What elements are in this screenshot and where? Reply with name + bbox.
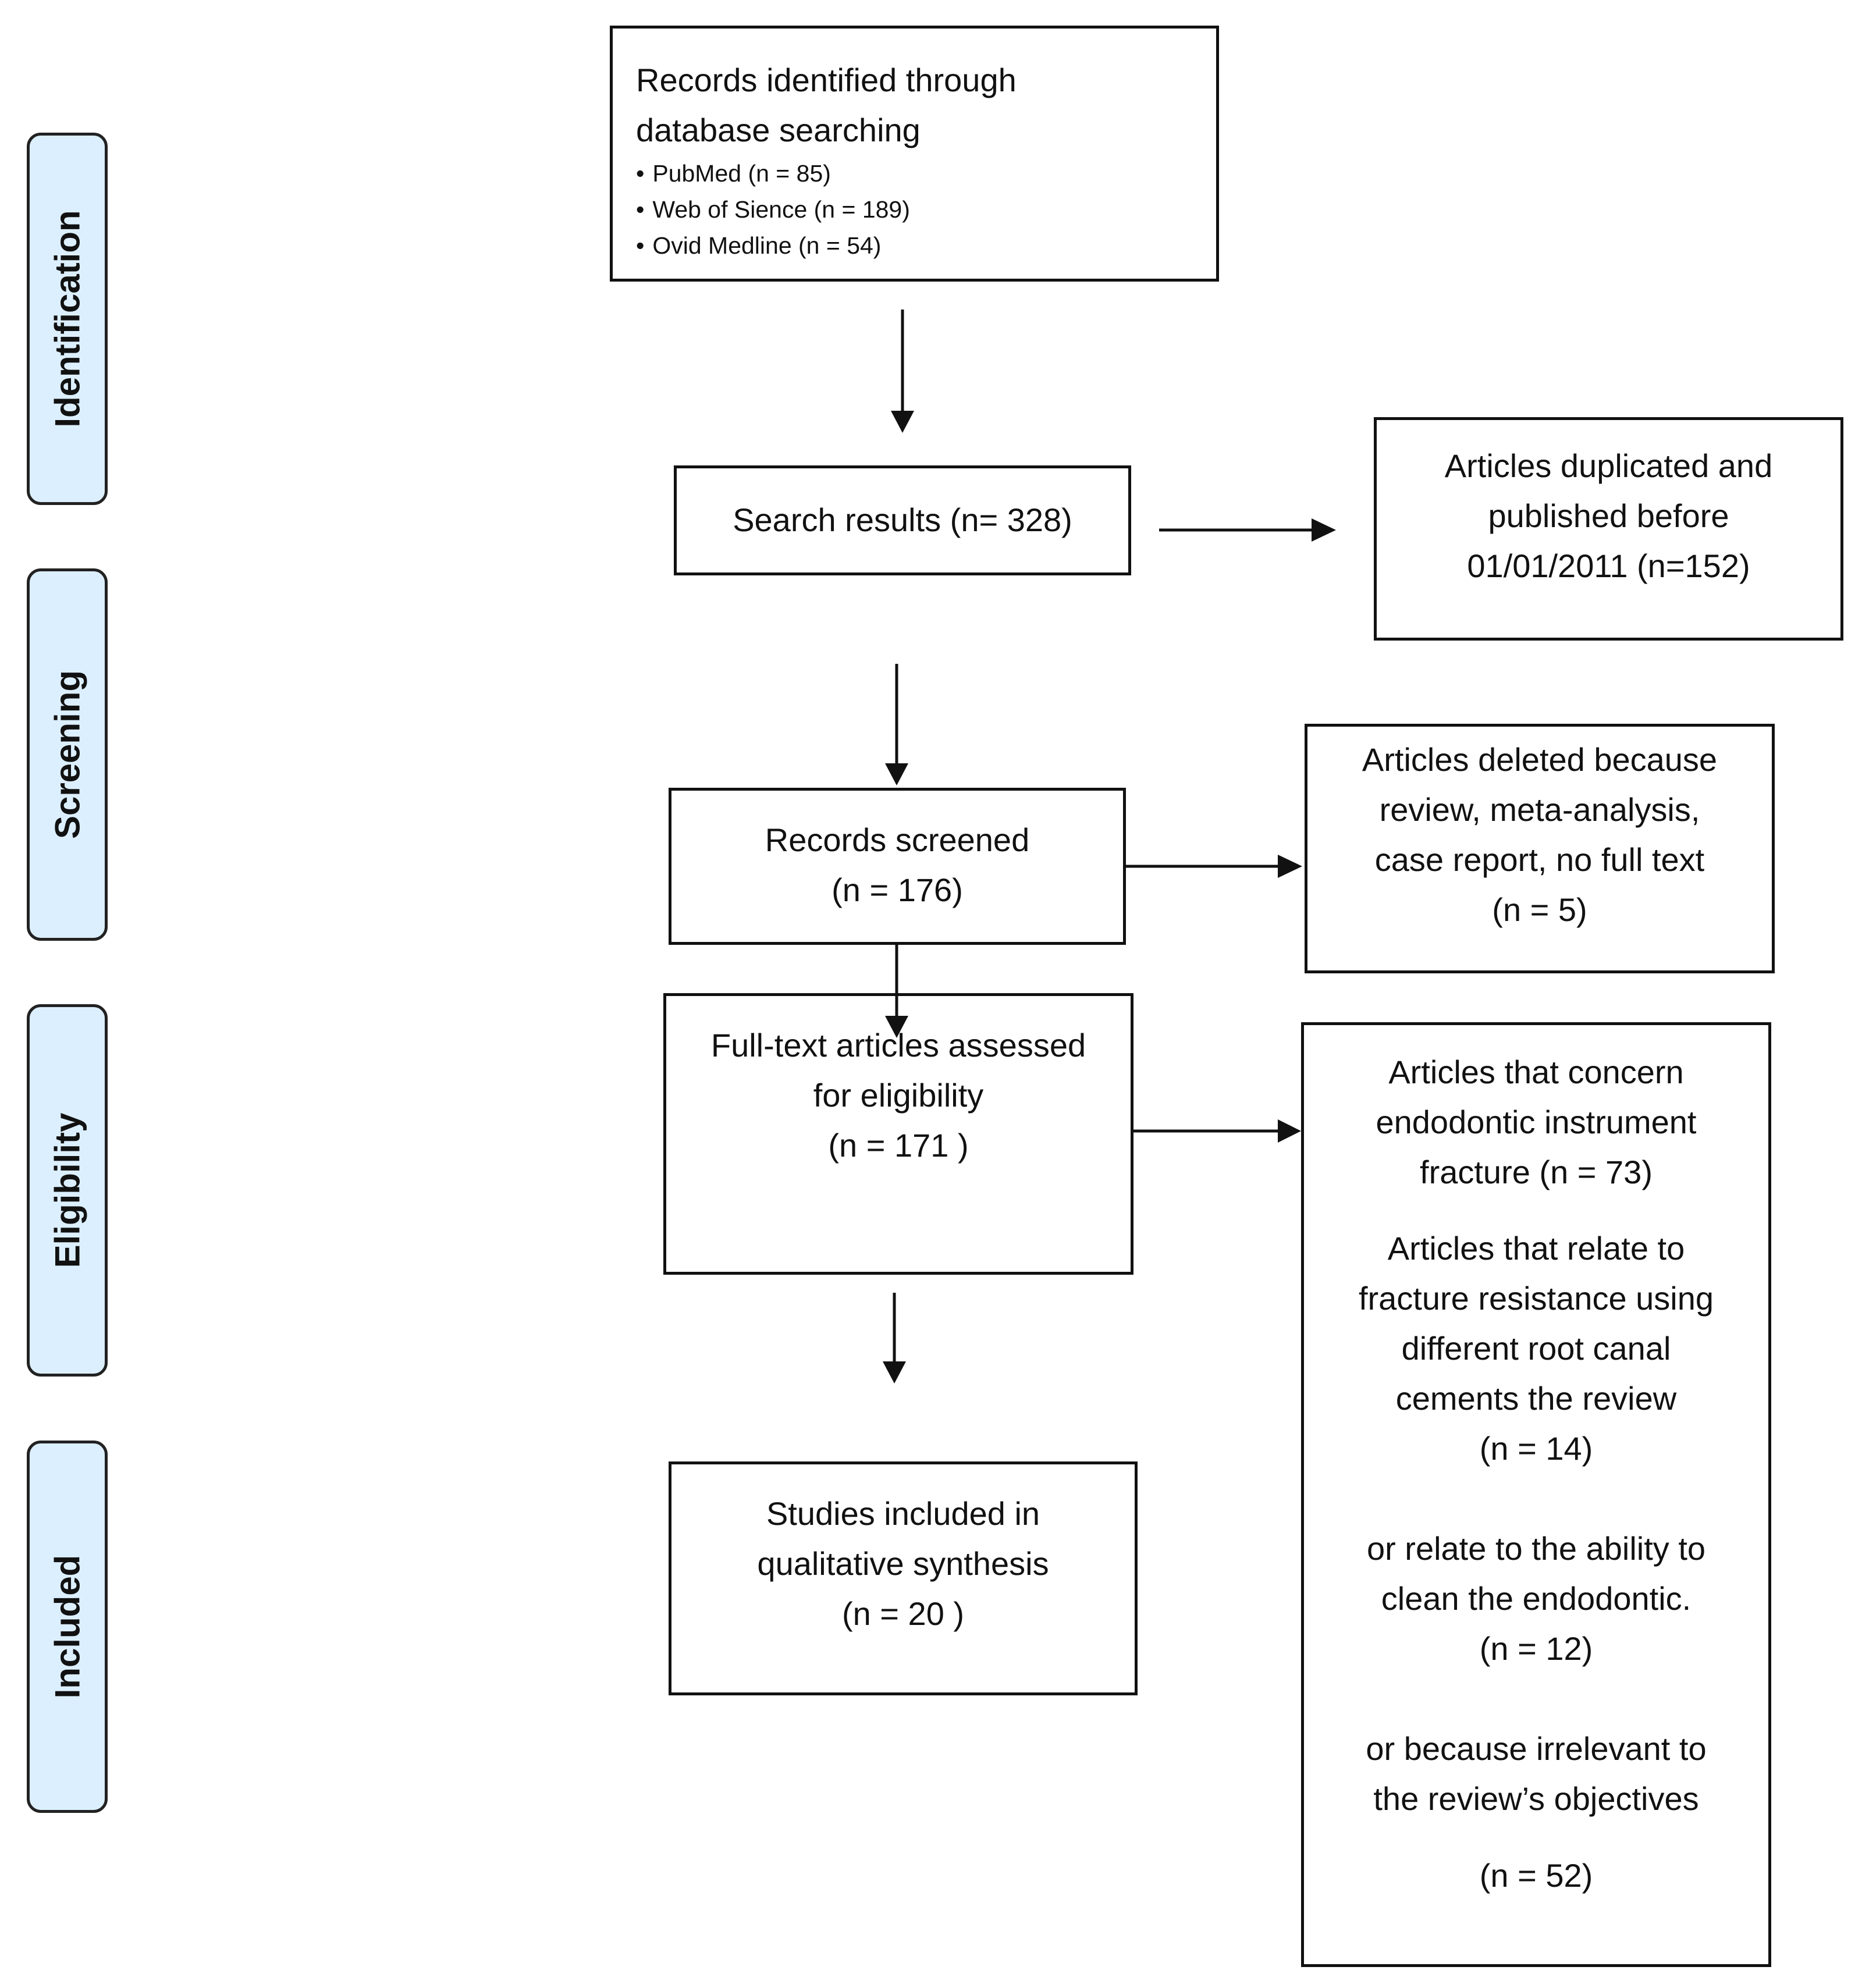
box-text-line: Articles duplicated and [1444, 447, 1773, 484]
box-text-line: case report, no full text [1374, 841, 1705, 878]
box-text-line: database searching [636, 112, 921, 148]
records-screened-box: Records screened (n = 176) [669, 788, 1126, 945]
box-text-line: Search results (n= 328) [733, 502, 1072, 538]
box-text-line: for eligibility [813, 1077, 984, 1114]
exclusion-group: (n = 52) [1304, 1851, 1768, 1901]
exclusion-group: or because irrelevant to the review’s ob… [1304, 1724, 1768, 1824]
box-text-line: published before [1488, 497, 1729, 534]
stage-label: Eligibility [48, 1112, 87, 1268]
box-text-line: cements the review [1395, 1380, 1677, 1417]
box-text-line: Records screened [765, 821, 1030, 858]
box-text-line: endodontic instrument [1376, 1104, 1697, 1140]
box-text-line: 01/01/2011 (n=152) [1467, 547, 1750, 584]
box-text-line: clean the endodontic. [1381, 1580, 1692, 1617]
search-results-box: Search results (n= 328) [674, 465, 1131, 575]
duplicates-excluded-box: Articles duplicated and published before… [1374, 417, 1843, 641]
box-text-line: fracture (n = 73) [1420, 1154, 1653, 1190]
box-text-line: Articles that concern [1388, 1054, 1684, 1090]
box-text-line: (n = 5) [1492, 891, 1587, 928]
arrow-head [883, 1361, 906, 1384]
exclusion-group: Articles that concern endodontic instrum… [1304, 1047, 1768, 1197]
arrow-head [1278, 1119, 1301, 1143]
stage-screening: Screening [27, 568, 108, 941]
exclusion-group: Articles that relate to fracture resista… [1304, 1224, 1768, 1474]
box-text-line: qualitative synthesis [757, 1545, 1049, 1582]
database-source-item: PubMed (n = 85) [636, 155, 1216, 191]
stage-label: Identification [48, 210, 87, 428]
box-text-line: different root canal [1401, 1330, 1671, 1367]
box-text-line: review, meta-analysis, [1379, 791, 1700, 828]
box-text-line: Full-text articles assessed [710, 1027, 1086, 1064]
box-text-line: Records identified through [636, 62, 1017, 98]
box-text-line: (n = 171 ) [828, 1127, 969, 1164]
studies-included-box: Studies included in qualitative synthesi… [669, 1461, 1138, 1695]
box-text-line: (n = 20 ) [841, 1595, 965, 1632]
stage-identification: Identification [27, 133, 108, 505]
box-text-line: (n = 52) [1479, 1857, 1593, 1894]
stage-label: Screening [48, 670, 87, 840]
arrow-head [891, 411, 914, 433]
exclusion-group: or relate to the ability to clean the en… [1304, 1524, 1768, 1674]
full-text-excluded-box: Articles that concern endodontic instrum… [1301, 1022, 1771, 1967]
box-text-line: Articles that relate to [1387, 1230, 1685, 1267]
box-text-line: (n = 14) [1479, 1430, 1593, 1467]
reviews-excluded-box: Articles deleted because review, meta-an… [1305, 724, 1775, 973]
arrow-head [885, 763, 908, 785]
box-text-line: Studies included in [766, 1495, 1040, 1532]
box-text-line: or because irrelevant to [1366, 1730, 1707, 1767]
box-text-line: or relate to the ability to [1366, 1530, 1706, 1567]
database-source-list: PubMed (n = 85) Web of Sience (n = 189) … [636, 155, 1216, 264]
box-text-line: Articles deleted because [1362, 741, 1718, 778]
stage-label: Included [48, 1555, 87, 1699]
box-text-line: (n = 12) [1479, 1630, 1593, 1667]
records-identified-box: Records identified through database sear… [610, 26, 1219, 282]
arrow-head [1278, 855, 1302, 878]
database-source-item: Web of Sience (n = 189) [636, 191, 1216, 227]
stage-eligibility: Eligibility [27, 1004, 108, 1377]
box-text-line: fracture resistance using [1358, 1280, 1714, 1317]
database-source-item: Ovid Medline (n = 54) [636, 227, 1216, 264]
box-text-line: the review’s objectives [1373, 1780, 1699, 1817]
box-text-line: (n = 176) [831, 872, 963, 908]
stage-included: Included [27, 1441, 108, 1813]
arrow-head [1312, 518, 1336, 542]
full-text-assessed-box: Full-text articles assessed for eligibil… [663, 993, 1133, 1275]
